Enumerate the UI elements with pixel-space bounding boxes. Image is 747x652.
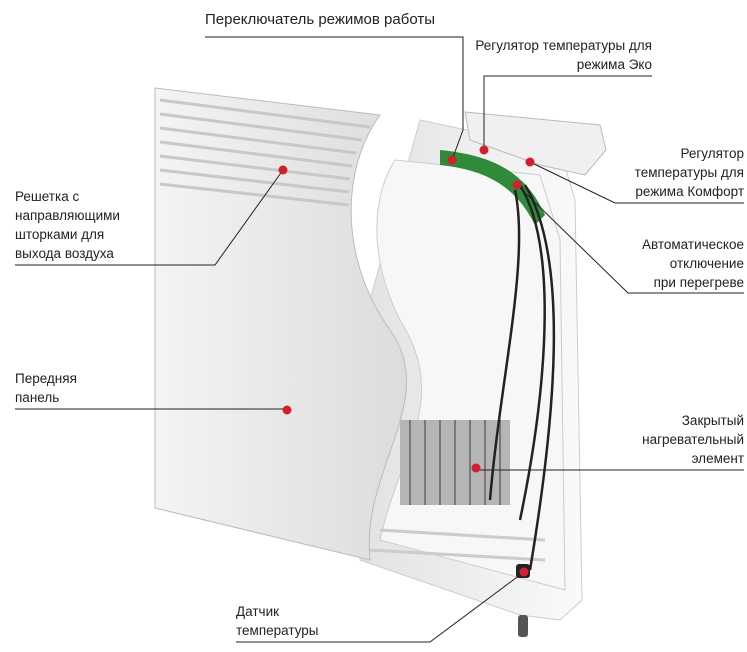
label-line: Передняя	[15, 371, 77, 386]
label-line: нагревательный	[642, 432, 744, 447]
top-cover	[464, 111, 607, 176]
label-line: Регулятор температуры для	[475, 38, 652, 53]
label-overheat-protection: Автоматическое отключение при перегреве	[642, 235, 744, 292]
label-line: элемент	[691, 451, 744, 466]
label-line: Датчик	[236, 604, 280, 619]
label-line: Регулятор	[680, 146, 744, 161]
label-line: режима Эко	[576, 57, 652, 72]
label-temperature-sensor: Датчик температуры	[236, 602, 319, 640]
label-line: отключение	[669, 256, 744, 271]
wires	[488, 184, 556, 571]
heater-foot	[518, 615, 528, 637]
markers	[278, 145, 535, 577]
pcb-board	[440, 150, 545, 225]
label-line: шторками для	[15, 227, 105, 242]
leader-lines	[15, 36, 744, 643]
label-line: режима Комфорт	[635, 184, 744, 199]
label-heating-element: Закрытый нагревательный элемент	[642, 411, 744, 468]
label-front-panel: Передняя панель	[15, 369, 77, 407]
air-grille	[159, 98, 371, 207]
label-line: Автоматическое	[641, 237, 744, 252]
label-line: Переключатель режимов работы	[205, 11, 435, 28]
label-line: панель	[15, 390, 60, 405]
label-line: выхода воздуха	[15, 246, 114, 261]
label-line: температуры	[236, 623, 319, 638]
bottom-grille	[369, 528, 546, 562]
label-line: направляющими	[15, 208, 120, 223]
label-air-grille: Решетка с направляющими шторками для выхода…	[15, 187, 120, 263]
front-panel	[154, 87, 408, 561]
label-line: при перегреве	[653, 275, 744, 290]
label-comfort-regulator: Регулятор температуры для режима Комфорт	[635, 144, 744, 201]
label-line: Решетка с	[15, 189, 80, 204]
label-eco-regulator: Регулятор температуры для режима Эко	[475, 36, 652, 74]
label-line: Закрытый	[681, 413, 744, 428]
label-line: температуры для	[634, 165, 744, 180]
label-mode-switch: Переключатель режимов работы	[205, 10, 435, 29]
